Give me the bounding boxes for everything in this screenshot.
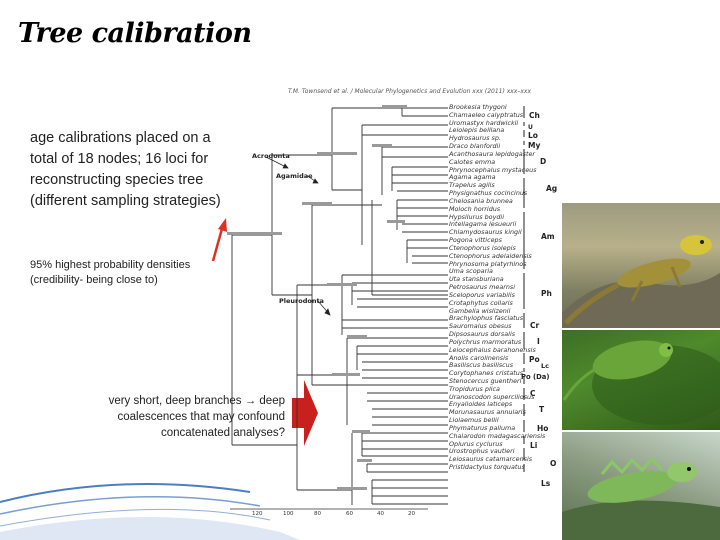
clade-label: Lc (541, 362, 549, 370)
footer-decoration (0, 462, 720, 540)
clade-label: Lo (528, 131, 538, 140)
node-label-agamidae: Agamidae (276, 172, 313, 180)
tree-branches (232, 108, 448, 505)
clade-label: C (530, 389, 536, 398)
slide-title: Tree calibration (18, 18, 252, 49)
clade-label: Ho (537, 424, 548, 433)
clade-label: Ph (541, 289, 552, 298)
clade-label: My (528, 141, 540, 150)
node-label-acrodonta: Acrodonta (252, 152, 290, 160)
clade-label: Li (530, 441, 537, 450)
node-label-pleurodonta: Pleurodonta (279, 297, 324, 305)
hpd-note: 95% highest probability densities (credi… (30, 258, 230, 288)
clade-label: Po (Da) (521, 373, 549, 381)
green-anole-photo (562, 330, 720, 430)
clade-label: Ag (546, 184, 557, 193)
agamid-lizard-photo (562, 203, 720, 328)
calibration-note: age calibrations placed on a total of 18… (30, 128, 225, 212)
clade-label: U (528, 124, 533, 131)
clade-label: Po (529, 355, 540, 364)
clade-label: T (539, 405, 544, 414)
clade-label: I (537, 337, 540, 346)
clade-label: Am (541, 232, 555, 241)
journal-header: T.M. Townsend et al. / Molecular Phyloge… (288, 88, 531, 95)
clade-label: D (540, 157, 546, 166)
clade-brackets (522, 104, 528, 474)
clade-label: Ch (529, 111, 540, 120)
taxa-list: Brookesia thygoni Chamaeleo calyptratus … (449, 104, 545, 472)
clade-label: Cr (530, 321, 539, 330)
